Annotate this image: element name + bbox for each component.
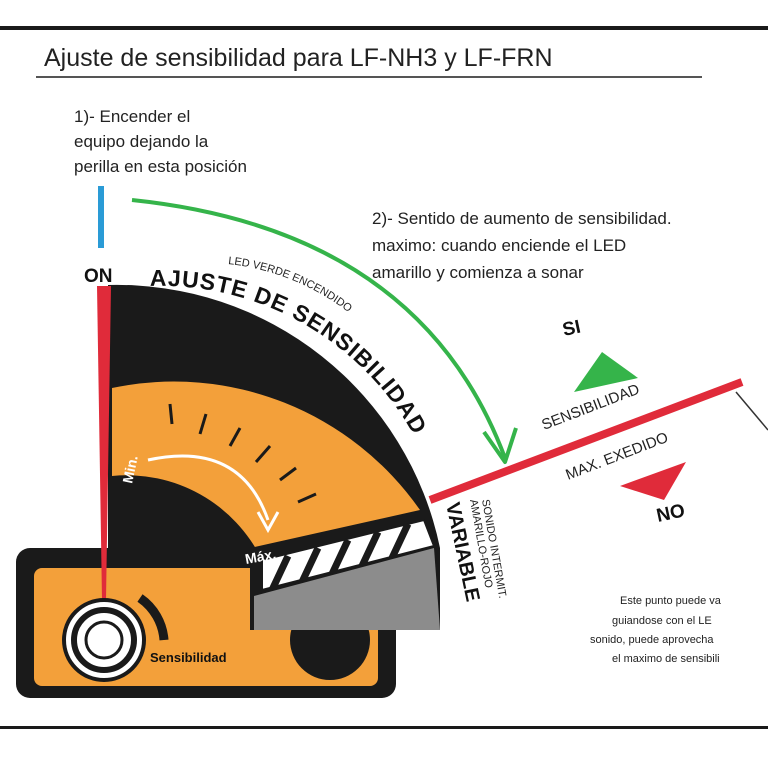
increase-arrow-head bbox=[482, 427, 518, 464]
rotation-arrow-head bbox=[256, 511, 280, 534]
no-label: NO bbox=[655, 500, 687, 526]
note-callout-line bbox=[735, 391, 768, 431]
si-label: SI bbox=[561, 317, 583, 341]
min-label: Min. bbox=[119, 454, 140, 485]
title-underline bbox=[36, 76, 702, 78]
knob-direction-arc bbox=[137, 594, 169, 641]
step1-line-1: 1)- Encender el bbox=[74, 107, 190, 126]
note-line-1: Este punto puede va bbox=[620, 595, 722, 607]
step2-line-3: amarillo y comienza a sonar bbox=[372, 263, 584, 282]
dial-gray-sector bbox=[254, 548, 440, 630]
max-label: Máx. bbox=[244, 546, 277, 567]
knob-center bbox=[84, 620, 124, 660]
step2-line-2: maximo: cuando enciende el LED bbox=[372, 236, 626, 255]
frame-top-line bbox=[0, 26, 768, 30]
knob-label: Sensibilidad bbox=[150, 650, 227, 665]
note-line-4: el maximo de sensibili bbox=[612, 653, 720, 665]
dial-inner-core bbox=[112, 475, 262, 560]
increase-direction-arrow bbox=[131, 198, 507, 459]
step1-line-3: perilla en esta posición bbox=[74, 157, 247, 176]
knob-ring bbox=[71, 607, 137, 673]
on-position-needle bbox=[97, 286, 111, 600]
si-triangle bbox=[574, 352, 638, 392]
diagram-title: Ajuste de sensibilidad para LF-NH3 y LF-… bbox=[44, 44, 553, 72]
dial-ticks bbox=[168, 403, 317, 504]
threshold-line bbox=[428, 378, 744, 504]
step1-line-2: equipo dejando la bbox=[74, 132, 209, 151]
no-triangle bbox=[620, 462, 686, 500]
rotation-arrow bbox=[147, 454, 270, 521]
note-line-2: guiandose con el LE bbox=[612, 615, 712, 627]
on-label: ON bbox=[84, 266, 113, 287]
start-position-marker bbox=[98, 186, 104, 248]
step2-line-1: 2)- Sentido de aumento de sensibilidad. bbox=[372, 209, 672, 228]
note-line-3: sonido, puede aprovecha bbox=[590, 634, 714, 646]
max-zone-hatch bbox=[268, 522, 412, 592]
frame-bottom-line bbox=[0, 726, 768, 729]
